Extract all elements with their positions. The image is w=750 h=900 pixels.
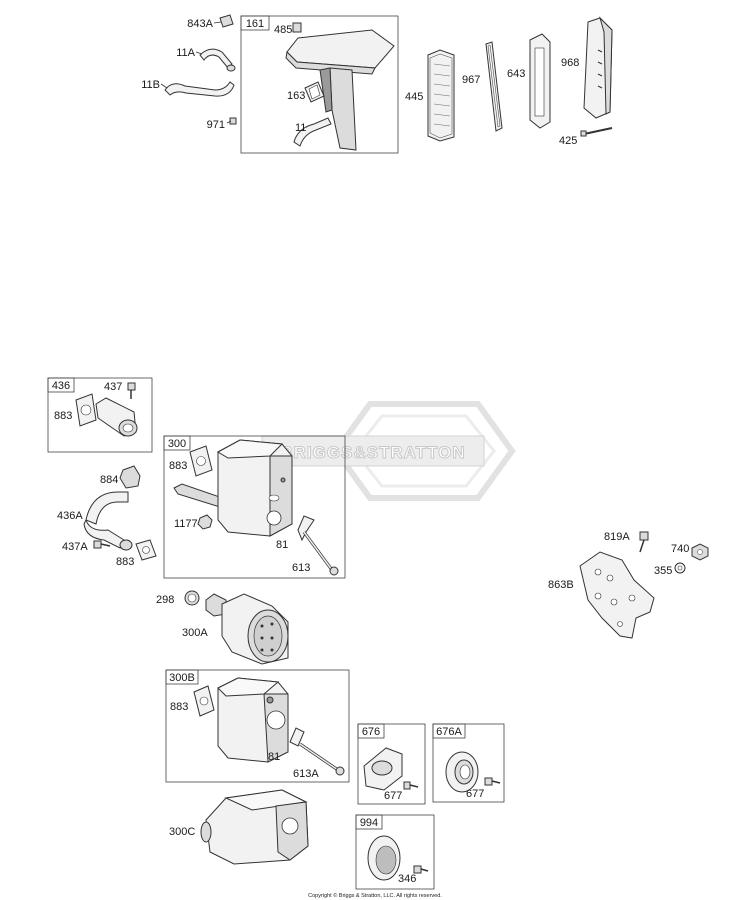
kit-300: 300 883 1177 81 613 bbox=[163, 435, 346, 579]
label-971: 971 bbox=[207, 119, 225, 131]
label-613: 613 bbox=[292, 562, 310, 574]
label-883-c: 883 bbox=[169, 460, 187, 472]
label-883-a: 883 bbox=[54, 410, 72, 422]
part-355: 355 bbox=[654, 562, 686, 577]
label-163: 163 bbox=[287, 90, 305, 102]
label-863B: 863B bbox=[548, 579, 574, 591]
label-819A: 819A bbox=[604, 531, 630, 543]
kit-label-676: 676 bbox=[362, 726, 380, 738]
kit-label-161: 161 bbox=[246, 18, 264, 30]
label-1177: 1177 bbox=[174, 518, 198, 530]
label-643: 643 bbox=[507, 68, 525, 80]
copyright-notice: Copyright © Briggs & Stratton, LLC. All … bbox=[308, 892, 442, 899]
label-436A: 436A bbox=[57, 510, 83, 522]
part-11A: 11A bbox=[176, 47, 236, 72]
kit-676: 676 677 bbox=[357, 723, 426, 805]
label-843A: 843A bbox=[187, 18, 213, 30]
label-967: 967 bbox=[462, 74, 480, 86]
label-883-b: 883 bbox=[116, 556, 134, 568]
part-425: 425 bbox=[559, 127, 613, 147]
part-300C: 300C bbox=[169, 789, 309, 865]
kit-676A: 676A 677 bbox=[432, 723, 505, 803]
label-11A: 11A bbox=[176, 47, 195, 59]
part-843A: 843A bbox=[187, 14, 234, 30]
label-437: 437 bbox=[104, 381, 122, 393]
part-968: 968 bbox=[561, 16, 613, 119]
label-425: 425 bbox=[559, 135, 577, 147]
part-740: 740 bbox=[671, 543, 709, 561]
part-300A: 300A bbox=[182, 593, 289, 665]
label-298: 298 bbox=[156, 594, 174, 606]
label-81-b: 81 bbox=[268, 751, 280, 763]
part-967: 967 bbox=[462, 41, 503, 132]
kit-label-436: 436 bbox=[52, 380, 70, 392]
part-11B: 11B bbox=[141, 79, 235, 97]
kit-436: 436 437 883 bbox=[47, 377, 153, 453]
kit-label-676A: 676A bbox=[436, 726, 462, 738]
kit-label-300B: 300B bbox=[169, 672, 195, 684]
part-436A: 436A bbox=[57, 491, 133, 551]
kit-300B: 300B 883 81 613A bbox=[165, 669, 350, 783]
label-883-d: 883 bbox=[170, 701, 188, 713]
part-437A: 437A bbox=[62, 540, 111, 553]
label-300C: 300C bbox=[169, 826, 195, 838]
kit-label-300: 300 bbox=[168, 438, 186, 450]
label-677-b: 677 bbox=[466, 788, 484, 800]
label-445: 445 bbox=[405, 91, 423, 103]
kit-label-994: 994 bbox=[360, 817, 378, 829]
watermark-text: BRIGGS&STRATTON bbox=[280, 443, 465, 462]
label-485: 485 bbox=[274, 24, 292, 36]
part-819A: 819A bbox=[604, 531, 649, 553]
label-11: 11 bbox=[295, 122, 306, 134]
label-613A: 613A bbox=[293, 768, 319, 780]
kit-994: 994 346 bbox=[355, 814, 435, 890]
part-863B: 863B bbox=[548, 551, 655, 639]
label-300A: 300A bbox=[182, 627, 208, 639]
label-355: 355 bbox=[654, 565, 672, 577]
part-445: 445 bbox=[405, 49, 455, 142]
label-677-a: 677 bbox=[384, 790, 402, 802]
label-740: 740 bbox=[671, 543, 689, 555]
label-81-a: 81 bbox=[276, 539, 288, 551]
brand-watermark: BRIGGS&STRATTON bbox=[261, 401, 516, 501]
part-298: 298 bbox=[156, 590, 200, 606]
label-11B: 11B bbox=[141, 79, 160, 91]
label-968: 968 bbox=[561, 57, 579, 69]
part-884: 884 bbox=[100, 465, 141, 489]
part-883-b: 883 bbox=[116, 539, 157, 568]
label-437A: 437A bbox=[62, 541, 88, 553]
label-346: 346 bbox=[398, 873, 416, 885]
part-971: 971 bbox=[207, 117, 237, 131]
part-643: 643 bbox=[507, 33, 551, 129]
kit-161: 161 485 163 11 bbox=[240, 15, 399, 154]
label-884: 884 bbox=[100, 474, 118, 486]
